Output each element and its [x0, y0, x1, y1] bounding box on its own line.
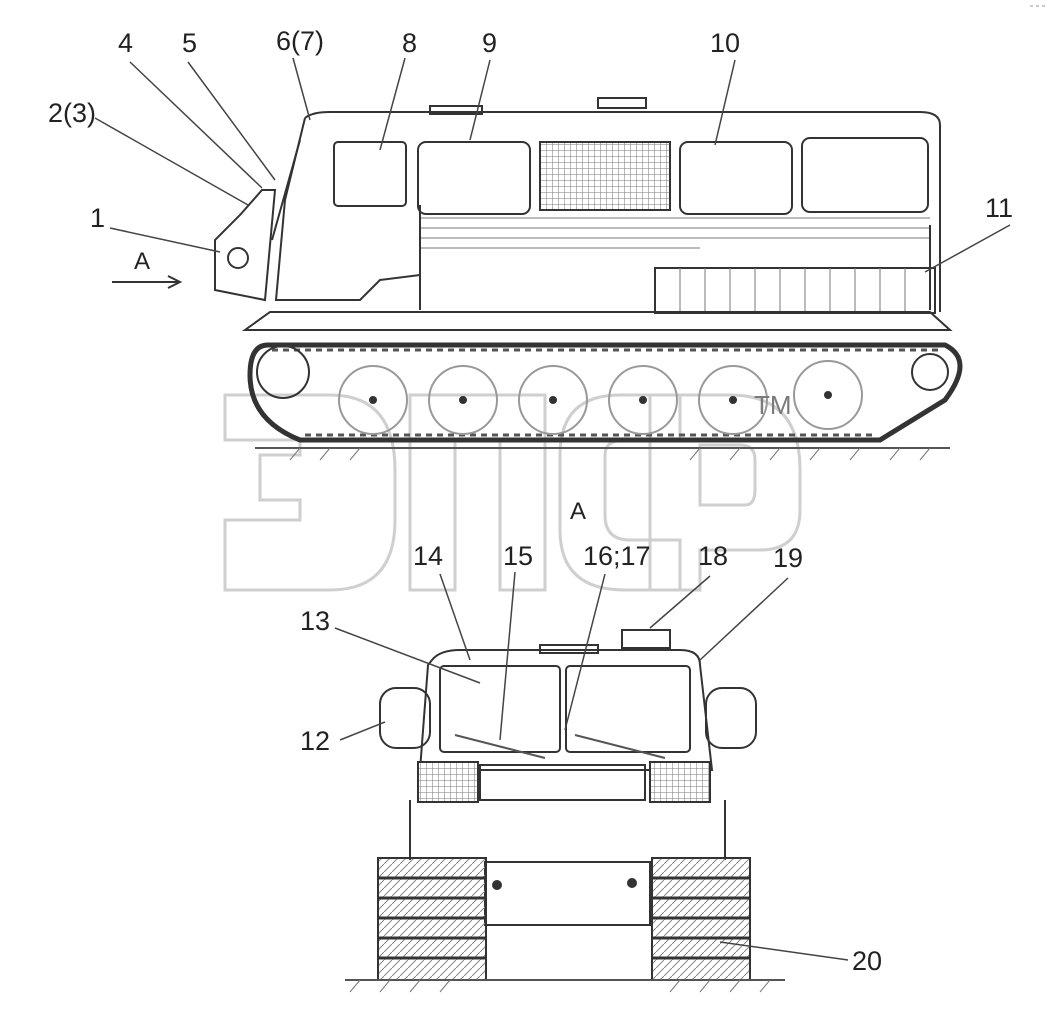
side-grille [539, 141, 671, 211]
drive-sprocket [256, 345, 310, 399]
windshield-left [439, 665, 561, 753]
label-14: 14 [413, 541, 444, 571]
leader-lines-front [334, 571, 849, 961]
roof-hatch [429, 105, 483, 115]
front-view [345, 629, 785, 993]
roof-vent-front [621, 629, 671, 649]
label-9: 9 [482, 28, 498, 58]
label-18: 18 [698, 541, 729, 571]
body-roof [304, 111, 941, 312]
label-5: 5 [182, 28, 198, 58]
label-8: 8 [402, 28, 418, 58]
label-1: 1 [90, 203, 106, 233]
roof-vent [597, 97, 647, 109]
label-15: 15 [503, 541, 534, 571]
watermark-tm: TM [754, 390, 792, 420]
label-6-7: 6(7) [276, 26, 325, 56]
headlight-side [227, 247, 249, 269]
label-2-3: 2(3) [48, 98, 97, 128]
fuel-tank-box [654, 267, 936, 314]
leader-lines-side [94, 57, 1011, 273]
label-19: 19 [773, 543, 804, 573]
watermark-logo [223, 393, 802, 592]
label-10: 10 [710, 28, 741, 58]
label-13: 13 [300, 606, 331, 636]
view-arrow-label: A [134, 248, 151, 275]
view-a-label: A [570, 498, 587, 525]
windshield-right [565, 665, 691, 753]
label-11: 11 [985, 193, 1014, 223]
hood [214, 189, 277, 302]
left-headlight-housing [379, 687, 431, 749]
track-loop [247, 342, 963, 443]
cab-door-window [333, 141, 407, 207]
right-headlight-housing [705, 687, 757, 749]
label-4: 4 [118, 28, 134, 58]
label-20: 20 [852, 946, 883, 976]
windshield-edge [271, 139, 301, 241]
view-arrow [112, 275, 183, 289]
cab-front-outline [418, 649, 714, 771]
label-16-17: 16;17 [583, 541, 651, 571]
side-view [112, 97, 963, 461]
label-12: 12 [300, 726, 331, 756]
